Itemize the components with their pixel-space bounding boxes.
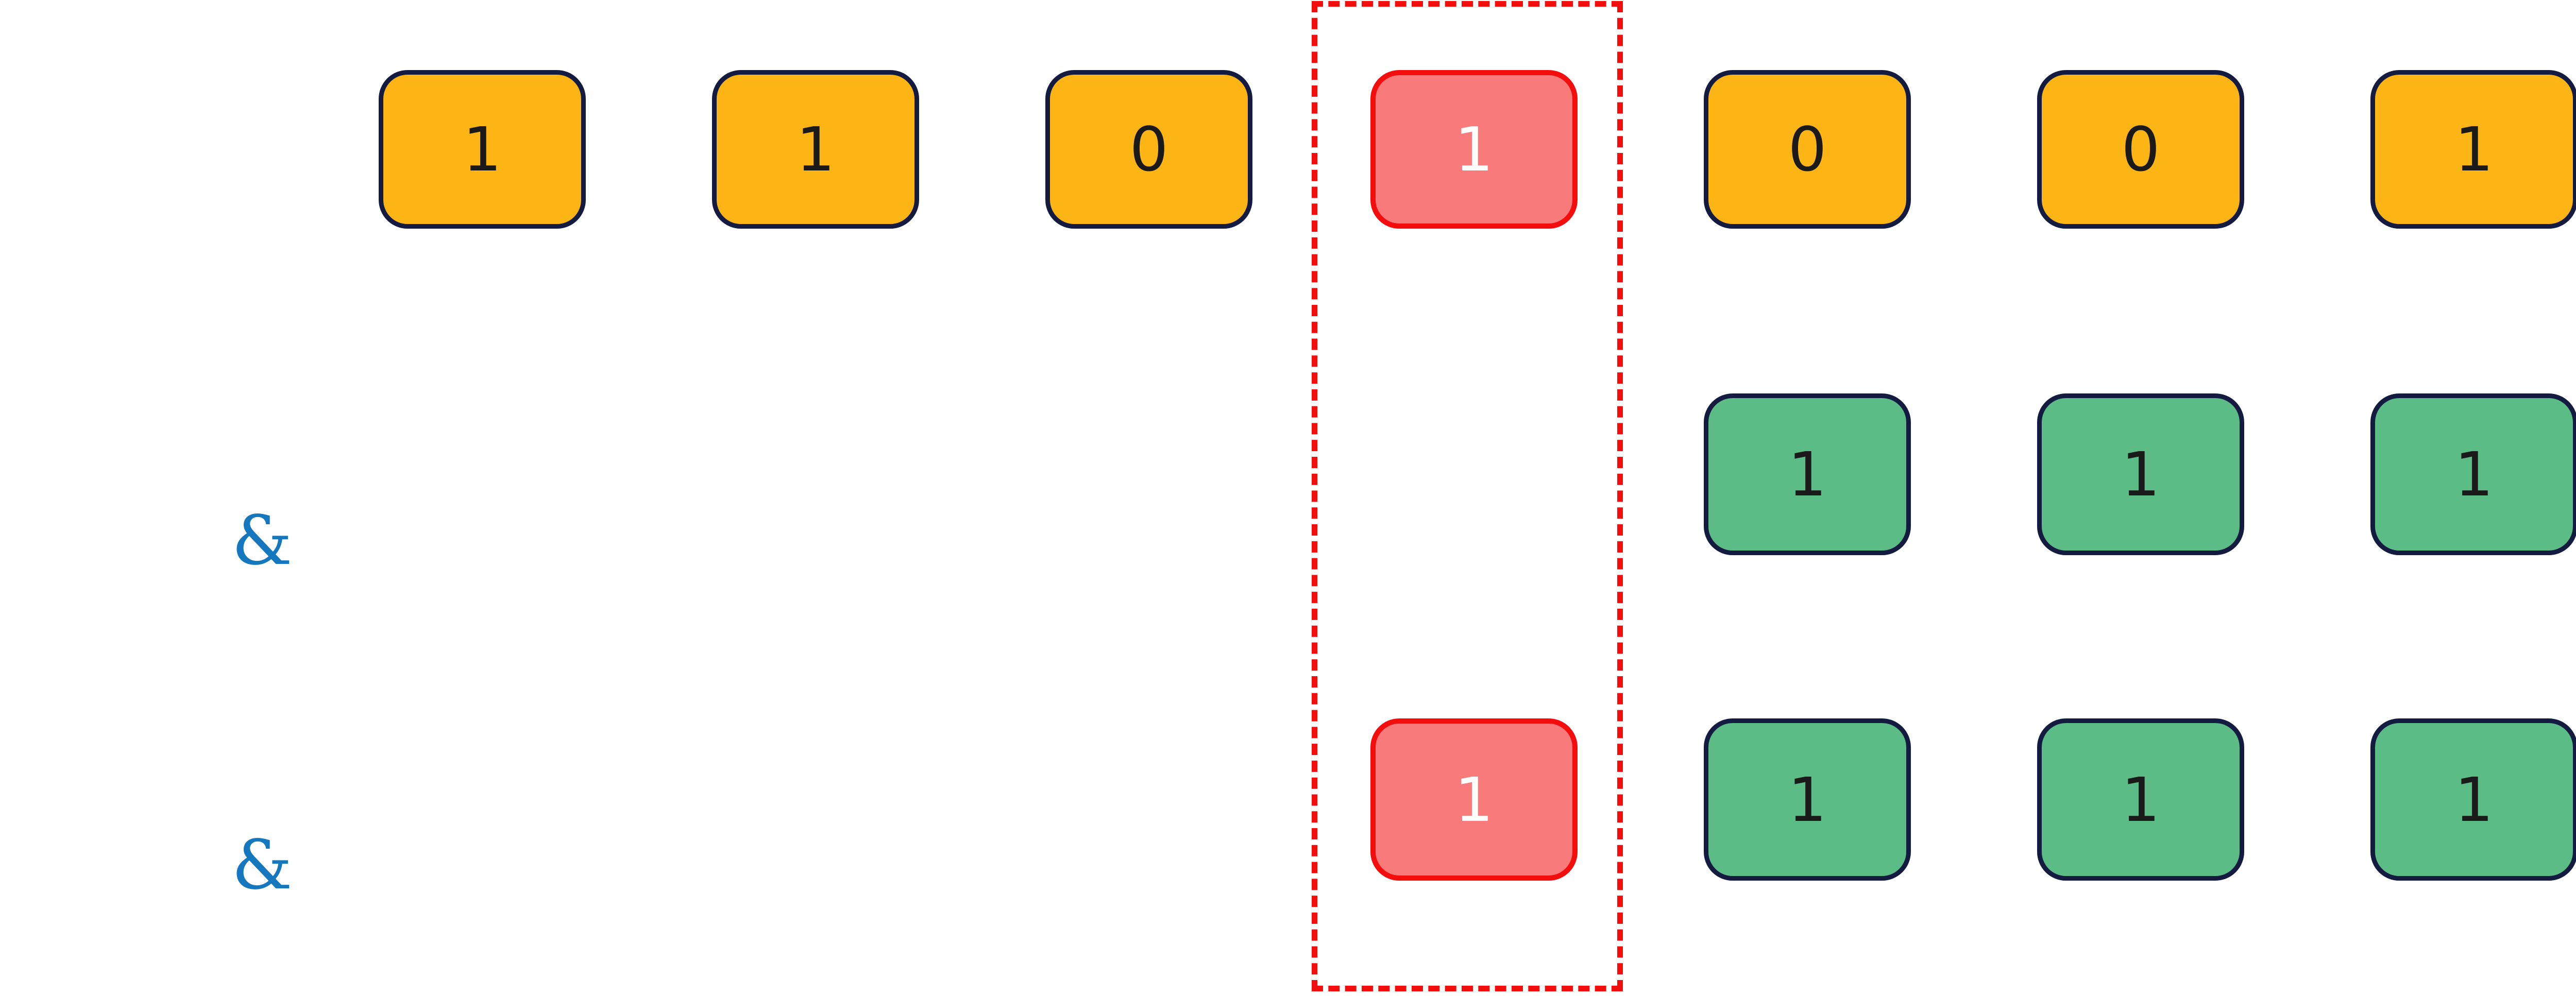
bit-cell: 1: [2370, 718, 2576, 881]
bitwise-and-operator: &: [232, 501, 293, 580]
bit-cell: 1: [1704, 393, 1911, 555]
bit-cell: 1: [1370, 70, 1578, 229]
bit-cell: 0: [2037, 70, 2244, 229]
bit-cell: 0: [1045, 70, 1252, 229]
bit-cell: 1: [1370, 718, 1578, 881]
bitwise-and-operator: &: [232, 826, 293, 905]
bit-cell: 0: [1704, 70, 1911, 229]
bit-cell: 1: [2037, 393, 2244, 555]
bit-cell: 1: [1704, 718, 1911, 881]
bit-cell: 1: [712, 70, 919, 229]
bit-cell: 1: [2370, 70, 2576, 229]
highlighted-bit-column: [1312, 1, 1623, 991]
bit-cell: 1: [379, 70, 586, 229]
bit-cell: 1: [2037, 718, 2244, 881]
bit-cell: 1: [2370, 393, 2576, 555]
